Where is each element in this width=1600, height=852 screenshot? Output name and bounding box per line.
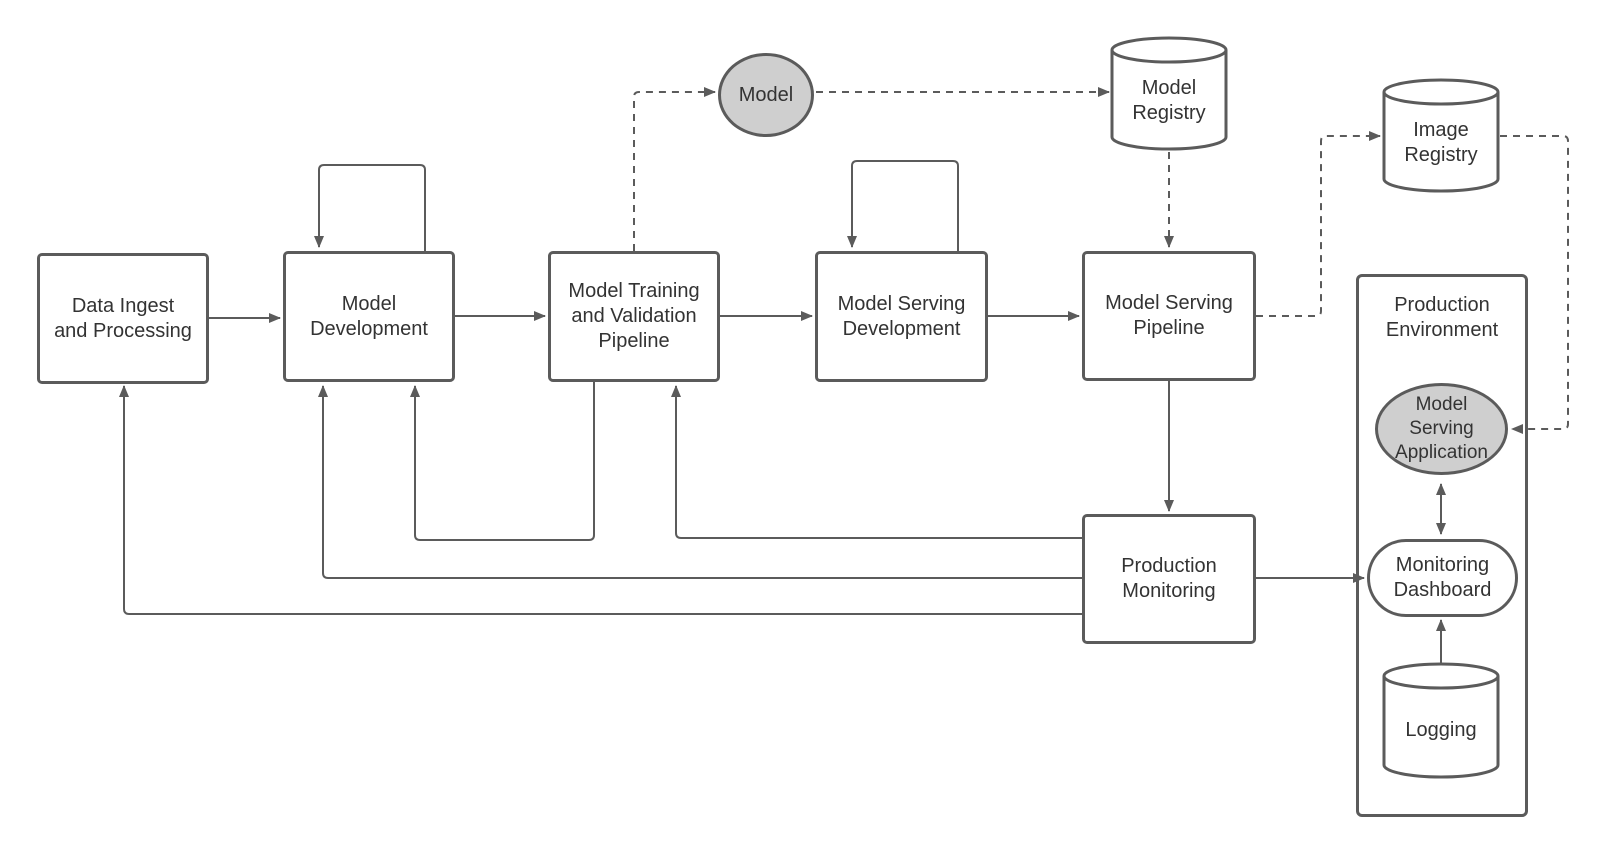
production-monitoring-label: Production Monitoring xyxy=(1121,555,1217,602)
model-serving-pipeline-label: Model Serving Pipeline xyxy=(1105,292,1233,339)
production-environment-label: Production Environment xyxy=(1385,294,1499,341)
model-node[interactable]: Model xyxy=(718,53,814,137)
monitoring-dashboard-label: Monitoring Dashboard xyxy=(1393,554,1492,601)
model-development-box[interactable]: Model Development xyxy=(283,251,455,382)
production-environment-title: Production Environment xyxy=(1356,290,1528,346)
model-training-label: Model Training and Validation Pipeline xyxy=(568,280,700,352)
model-training-box[interactable]: Model Training and Validation Pipeline xyxy=(548,251,720,382)
loop-model-serving-development xyxy=(847,160,959,251)
model-serving-development-label: Model Serving Development xyxy=(837,292,966,340)
data-ingest-box[interactable]: Data Ingest and Processing xyxy=(37,253,209,384)
model-label: Model xyxy=(738,83,794,106)
model-serving-application-label: Model Serving Application xyxy=(1395,394,1488,463)
arrow-image-registry-to-serving-app xyxy=(1500,135,1569,434)
arrow-training-back-to-development xyxy=(410,380,595,541)
model-registry-label: Model Registry xyxy=(1132,77,1206,124)
arrow-monitoring-to-training xyxy=(671,385,1082,539)
model-serving-pipeline-box[interactable]: Model Serving Pipeline xyxy=(1082,251,1256,381)
data-ingest-label: Data Ingest and Processing xyxy=(54,294,192,342)
monitoring-dashboard-node[interactable]: Monitoring Dashboard xyxy=(1367,539,1518,617)
model-registry-cylinder xyxy=(1110,36,1228,151)
model-development-label: Model Development xyxy=(310,292,428,340)
model-registry-node[interactable]: Model Registry xyxy=(1112,66,1226,136)
loop-model-development xyxy=(314,164,426,251)
production-monitoring-box[interactable]: Production Monitoring xyxy=(1082,514,1256,644)
arrow-monitoring-to-development xyxy=(318,385,1082,579)
image-registry-node[interactable]: Image Registry xyxy=(1384,108,1498,178)
image-registry-label: Image Registry xyxy=(1404,119,1478,166)
model-serving-application-node[interactable]: Model Serving Application xyxy=(1375,383,1508,475)
logging-label: Logging xyxy=(1405,718,1477,741)
model-serving-development-box[interactable]: Model Serving Development xyxy=(815,251,988,382)
image-registry-cylinder xyxy=(1382,78,1500,193)
production-environment-container xyxy=(1356,274,1528,817)
arrow-monitoring-to-data-ingest xyxy=(119,385,1082,615)
arrow-training-to-model xyxy=(633,87,716,251)
logging-node[interactable]: Logging xyxy=(1384,700,1498,760)
